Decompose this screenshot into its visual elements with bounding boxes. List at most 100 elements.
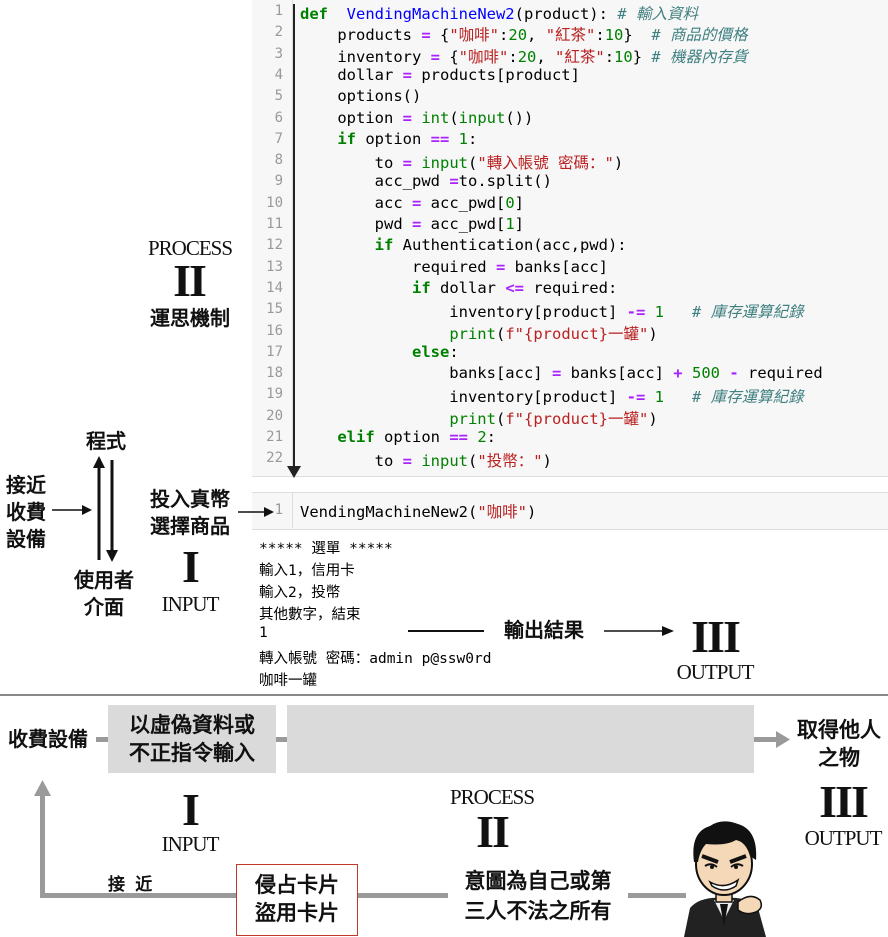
code-token: banks[acc] [561, 364, 674, 383]
code-token: else [411, 342, 450, 361]
code-token: } [623, 26, 652, 45]
code-token: if [411, 278, 431, 297]
code-token: 2 [477, 428, 487, 446]
code-token: 1 [654, 303, 664, 322]
code-token: if [374, 236, 394, 255]
code-token: "轉入帳號 密碼：" [477, 154, 614, 173]
code-token: : [595, 26, 605, 45]
code-token: input [458, 108, 506, 127]
code-token: ] [514, 193, 525, 212]
code-token: (product): [514, 5, 618, 23]
code-token: acc [300, 193, 412, 212]
code-token: acc_pwd[ [421, 193, 506, 212]
output-numeral-top: III [691, 611, 741, 662]
line-number: 12 [266, 237, 283, 254]
input-word-top: INPUT [161, 592, 220, 616]
code-token: : [604, 47, 615, 66]
code-token: = [430, 47, 440, 66]
code-token: = [411, 193, 422, 212]
false-input-box [108, 705, 276, 773]
execution-arrow-head [287, 466, 301, 478]
code-token: to.split() [458, 172, 552, 191]
code-token: # 商品的價格 [651, 26, 748, 45]
code-token: print [449, 409, 496, 428]
line-number: 2 [274, 24, 283, 41]
code-token: ) [542, 452, 552, 471]
code-token: 10 [604, 26, 624, 45]
code-token: : [449, 342, 459, 361]
code-token [664, 388, 692, 406]
code-line: acc_pwd =to.split() [300, 172, 552, 190]
code-token: ) [648, 409, 658, 428]
code-token: option [374, 428, 450, 446]
line-number: 3 [274, 45, 283, 62]
code-token: ) [526, 503, 537, 521]
input-word-bottom: INPUT [161, 832, 220, 856]
code-line: print(f"{product}一罐") [300, 322, 658, 344]
code-token: to [300, 452, 403, 471]
line-number: 1 [274, 502, 283, 518]
code-line: print(f"{product}一罐") [300, 407, 658, 429]
code-token: required [300, 257, 496, 276]
code-line: pwd = acc_pwd[1] [300, 215, 524, 233]
code-token [645, 388, 654, 406]
code-token: to [300, 154, 403, 173]
line-number: 1 [274, 3, 283, 19]
code-line: inventory[product] -= 1 # 庫存運算紀錄 [300, 385, 804, 407]
code-token [664, 303, 692, 321]
line-number: 14 [266, 279, 283, 296]
code-token [300, 130, 337, 148]
code-token: # 庫存運算紀錄 [691, 388, 804, 407]
code-token: banks[acc] [505, 257, 608, 276]
code-token: , [536, 47, 556, 66]
code-token: inventory [300, 47, 431, 66]
code-token: 20 [517, 47, 537, 66]
code-token [412, 154, 421, 172]
code-token: options() [300, 87, 422, 106]
code-token: f"{product}一罐" [505, 409, 649, 428]
output-line: 輸入1，信用卡 [259, 563, 355, 579]
code-token: , [527, 26, 546, 45]
code-token: = [402, 108, 412, 127]
code-token: pwd [300, 215, 412, 233]
line-number: 10 [266, 194, 283, 211]
acquire-arrow [754, 731, 790, 748]
call-cell-gutter [292, 492, 293, 528]
approach-label: 接 近 [108, 875, 153, 895]
code-token: { [440, 47, 459, 66]
code-token: ] [514, 215, 525, 233]
code-token [468, 428, 477, 446]
line-number: 8 [274, 152, 283, 169]
code-token: acc_pwd [300, 172, 450, 191]
code-token: = [402, 452, 412, 471]
code-token: if [337, 129, 356, 148]
program-label: 程式 [86, 429, 126, 453]
code-line: option = int(input()) [300, 109, 533, 127]
line-gutter [252, 0, 293, 476]
code-token [300, 410, 449, 428]
code-token [300, 428, 337, 446]
line-number: 21 [266, 429, 283, 445]
code-token: "紅茶" [555, 47, 605, 66]
code-token: print [449, 324, 496, 343]
code-token: products [300, 26, 422, 45]
code-token [300, 325, 449, 343]
code-token: products[product] [412, 65, 580, 84]
flow-line-2 [276, 737, 287, 742]
code-token: input [421, 452, 469, 471]
code-token: elif [337, 428, 375, 446]
code-token: ( [495, 324, 506, 343]
code-line: elif option == 2: [300, 428, 496, 446]
code-token: banks[acc] [300, 364, 552, 383]
call-cell [252, 492, 888, 530]
flow-line-1 [96, 737, 108, 742]
code-line: if option == 1: [300, 130, 477, 148]
line-number: 17 [266, 343, 283, 360]
code-editor [252, 0, 888, 477]
code-token: <= [505, 278, 524, 297]
code-token: ) [648, 324, 658, 343]
code-token [683, 364, 692, 382]
output-line: 咖啡一罐 [259, 673, 317, 689]
code-token: f"{product}一罐" [505, 324, 649, 343]
code-token: # 庫存運算紀錄 [691, 303, 804, 322]
